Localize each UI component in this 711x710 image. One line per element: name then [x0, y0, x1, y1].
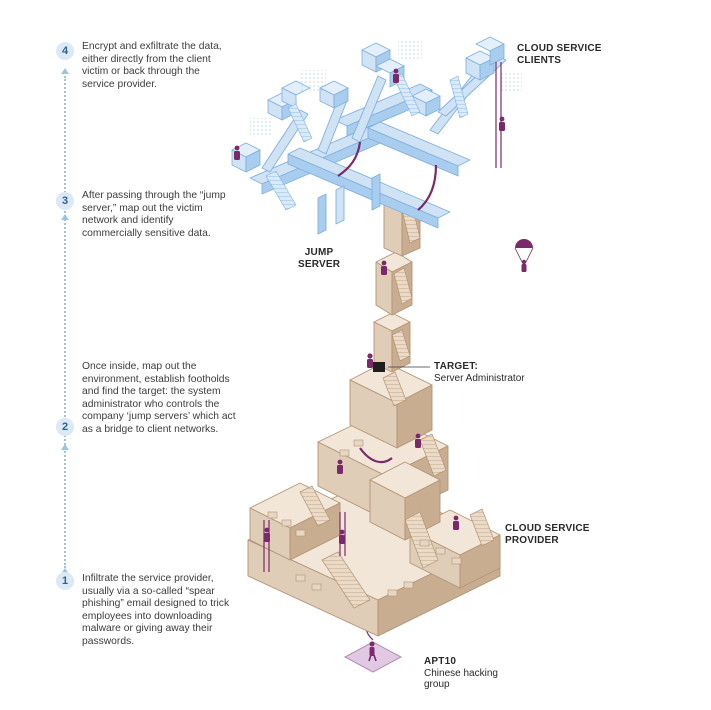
- jump-server-label-line2: SERVER: [298, 258, 341, 270]
- target-server-admin: [367, 353, 385, 372]
- target-label-sub: Server Administrator: [434, 372, 525, 384]
- provider-label-line1: CLOUD SERVICE: [505, 523, 590, 534]
- provider-label: CLOUD SERVICE PROVIDER: [505, 523, 590, 546]
- jump-server-network: [249, 55, 507, 235]
- target-label: TARGET: Server Administrator: [434, 361, 525, 384]
- target-label-title: TARGET:: [434, 361, 478, 372]
- jump-server-label-line1: JUMP: [304, 247, 334, 258]
- cloud-clients-label: CLOUD SERVICE CLIENTS: [517, 43, 602, 66]
- client-hacker-figures: [234, 68, 505, 160]
- client-ladders: [337, 62, 502, 211]
- cloud-clients-label-line2: CLIENTS: [517, 54, 562, 66]
- provider-workstations: [267, 439, 462, 597]
- apt10-hacker-figure: [368, 641, 377, 662]
- provider-label-line2: PROVIDER: [505, 534, 559, 546]
- cloud-service-provider-building: [247, 191, 501, 637]
- client-grid-halos: [250, 40, 522, 136]
- parachute-hacker: [514, 239, 534, 272]
- apt10-label: APT10 Chinese hacking group: [424, 656, 498, 691]
- apt10-label-sub2: group: [424, 679, 450, 690]
- apt10-label-title: APT10: [424, 656, 457, 667]
- provider-ladders: [263, 447, 393, 572]
- jump-server-label: JUMP SERVER: [298, 247, 340, 270]
- cloud-clients-label-line1: CLOUD SERVICE: [517, 43, 602, 54]
- client-staircases: [265, 73, 469, 211]
- apt10-label-sub1: Chinese hacking: [424, 667, 498, 679]
- provider-hacker-figures: [264, 260, 459, 544]
